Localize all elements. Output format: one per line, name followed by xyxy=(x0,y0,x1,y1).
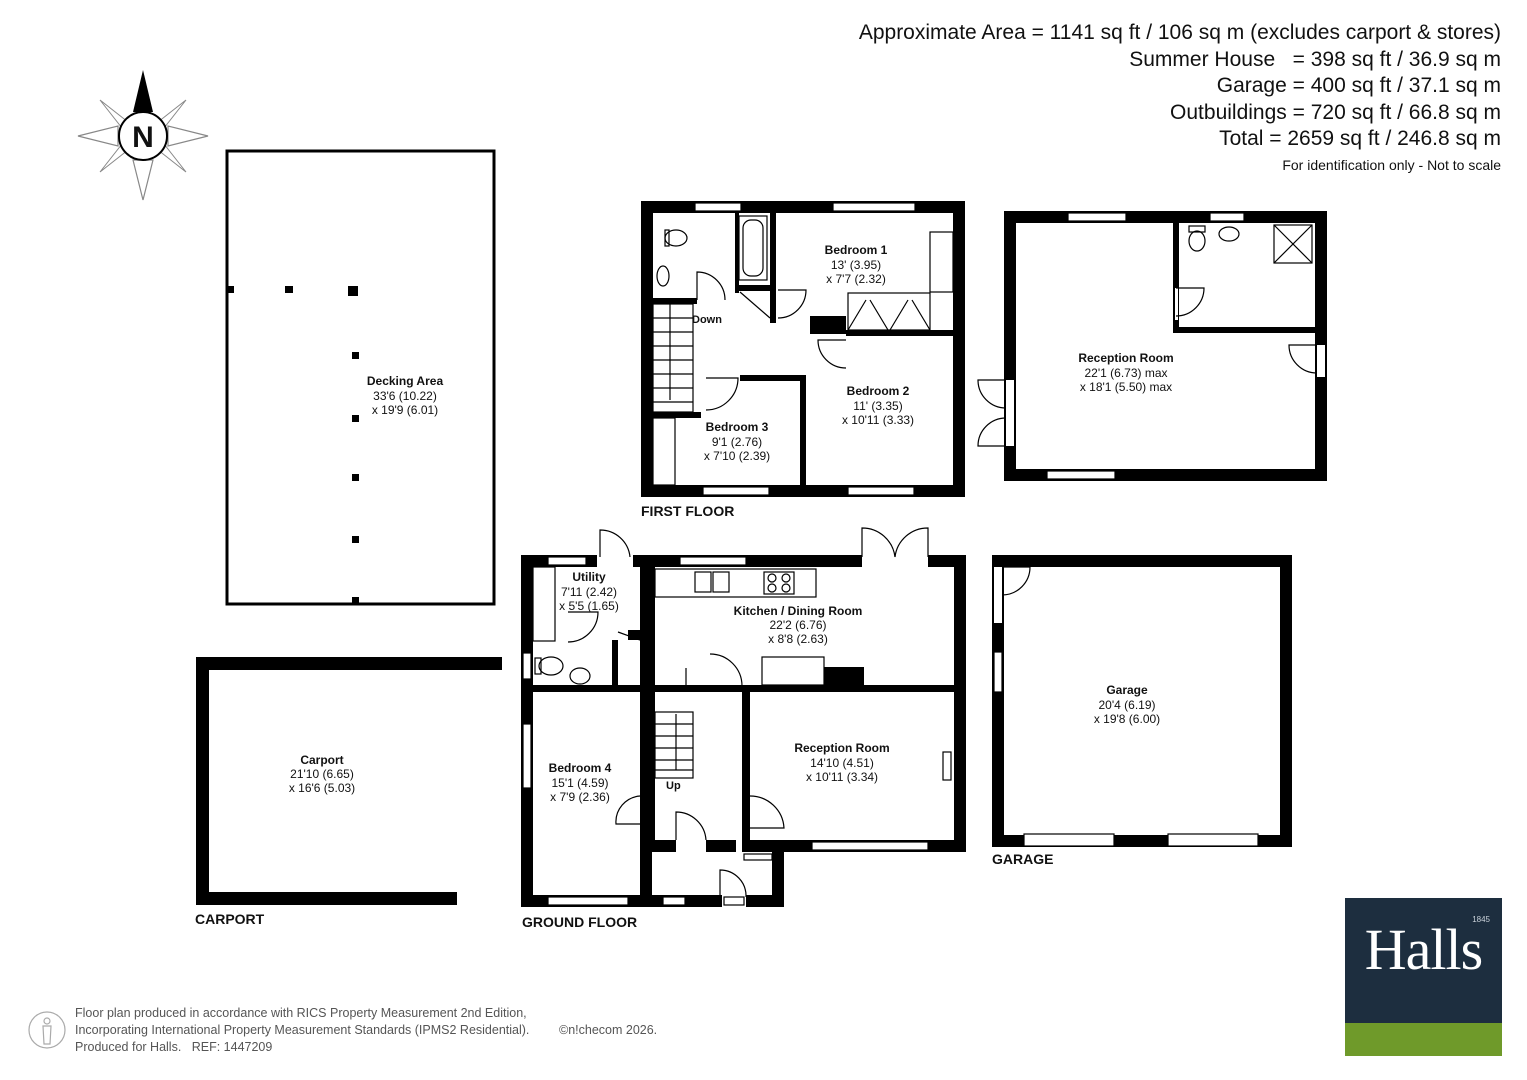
ground-floor-label: GROUND FLOOR xyxy=(522,914,637,930)
reception-dim1: 14'10 (4.51) xyxy=(810,756,874,770)
decking-name: Decking Area xyxy=(367,374,444,388)
carport-dim2: x 16'6 (5.03) xyxy=(289,781,355,795)
garage-dim1: 20'4 (6.19) xyxy=(1099,698,1156,712)
summer-house-plan: Reception Room 22'1 (6.73) max x 18'1 (5… xyxy=(977,211,1327,481)
stairs-up-label: Up xyxy=(666,780,681,792)
footer-line-1: Floor plan produced in accordance with R… xyxy=(75,1006,527,1020)
bedroom1-name: Bedroom 1 xyxy=(825,243,888,257)
bedroom3-name: Bedroom 3 xyxy=(706,420,769,434)
bedroom2-name: Bedroom 2 xyxy=(847,384,910,398)
garage-name: Garage xyxy=(1106,683,1148,697)
garage-label: GARAGE xyxy=(992,851,1053,867)
bedroom1-dim2: x 7'7 (2.32) xyxy=(826,272,886,286)
footer-text: Floor plan produced in accordance with R… xyxy=(75,1005,657,1056)
reception-name: Reception Room xyxy=(794,741,889,755)
logo-year: 1845 xyxy=(1472,915,1490,924)
bedroom2-dim1: 11' (3.35) xyxy=(853,399,902,413)
halls-logo: Halls 1845 xyxy=(1345,898,1502,1056)
kitchen-dim2: x 8'8 (2.63) xyxy=(768,632,828,646)
footer-line-3: Produced for Halls. REF: 1447209 xyxy=(75,1040,273,1054)
garage-dim2: x 19'8 (6.00) xyxy=(1094,712,1160,726)
utility-dim2: x 5'5 (1.65) xyxy=(559,599,619,613)
footer-copyright: ©n!checom 2026. xyxy=(559,1023,658,1037)
logo-word: Halls xyxy=(1364,917,1483,982)
bedroom1-dim1: 13' (3.95) xyxy=(831,258,881,272)
area-garage: Garage = 400 sq ft / 37.1 sq m xyxy=(1216,74,1501,97)
summer-dim2: x 18'1 (5.50) max xyxy=(1080,380,1172,394)
bedroom3-dim2: x 7'10 (2.39) xyxy=(704,449,770,463)
decking-dim1: 33'6 (10.22) xyxy=(373,389,437,403)
decking-area: Decking Area 33'6 (10.22) x 19'9 (6.01) xyxy=(225,149,496,606)
area-total: Total = 2659 sq ft / 246.8 sq m xyxy=(1219,127,1501,150)
utility-name: Utility xyxy=(572,570,606,584)
compass-letter: N xyxy=(132,121,154,154)
area-summer-house: Summer House = 398 sq ft / 36.9 sq m xyxy=(1129,47,1501,71)
kitchen-dim1: 22'2 (6.76) xyxy=(770,618,827,632)
carport-name: Carport xyxy=(300,753,343,767)
compass-icon: N xyxy=(77,70,209,201)
person-outline-icon xyxy=(28,1011,66,1049)
garage-plan: Garage 20'4 (6.19) x 19'8 (6.00) GARAGE xyxy=(992,555,1292,867)
summer-dim1: 22'1 (6.73) max xyxy=(1085,366,1168,380)
carport-plan: Carport 21'10 (6.65) x 16'6 (5.03) CARPO… xyxy=(195,657,502,927)
footer-line-2: Incorporating International Property Mea… xyxy=(75,1023,530,1037)
bedroom4-name: Bedroom 4 xyxy=(549,761,612,775)
kitchen-name: Kitchen / Dining Room xyxy=(734,604,863,618)
first-floor-plan: Down Bedroom 1 13' (3.95) x 7'7 (2.32) B… xyxy=(641,201,965,519)
decking-dim2: x 19'9 (6.01) xyxy=(372,403,438,417)
carport-label: CARPORT xyxy=(195,911,265,927)
first-floor-label: FIRST FLOOR xyxy=(641,503,734,519)
bedroom4-dim1: 15'1 (4.59) xyxy=(552,776,609,790)
area-approximate: Approximate Area = 1141 sq ft / 106 sq m… xyxy=(858,21,1501,44)
ground-floor-plan: Up Utility 7'11 (2.42) x 5'5 (1.65) Kitc… xyxy=(521,527,966,930)
utility-dim1: 7'11 (2.42) xyxy=(561,585,617,599)
scale-note: For identification only - Not to scale xyxy=(1282,157,1501,173)
summer-name: Reception Room xyxy=(1078,351,1173,365)
area-summary: Approximate Area = 1141 sq ft / 106 sq m… xyxy=(859,20,1501,153)
bedroom3-dim1: 9'1 (2.76) xyxy=(712,435,762,449)
carport-dim1: 21'10 (6.65) xyxy=(290,767,354,781)
bedroom2-dim2: x 10'11 (3.33) xyxy=(842,413,914,427)
logo-bar xyxy=(1345,1023,1502,1056)
area-outbuildings: Outbuildings = 720 sq ft / 66.8 sq m xyxy=(1170,100,1501,124)
bedroom4-dim2: x 7'9 (2.36) xyxy=(550,790,610,804)
stairs-down-label: Down xyxy=(692,314,722,326)
reception-dim2: x 10'11 (3.34) xyxy=(806,770,878,784)
